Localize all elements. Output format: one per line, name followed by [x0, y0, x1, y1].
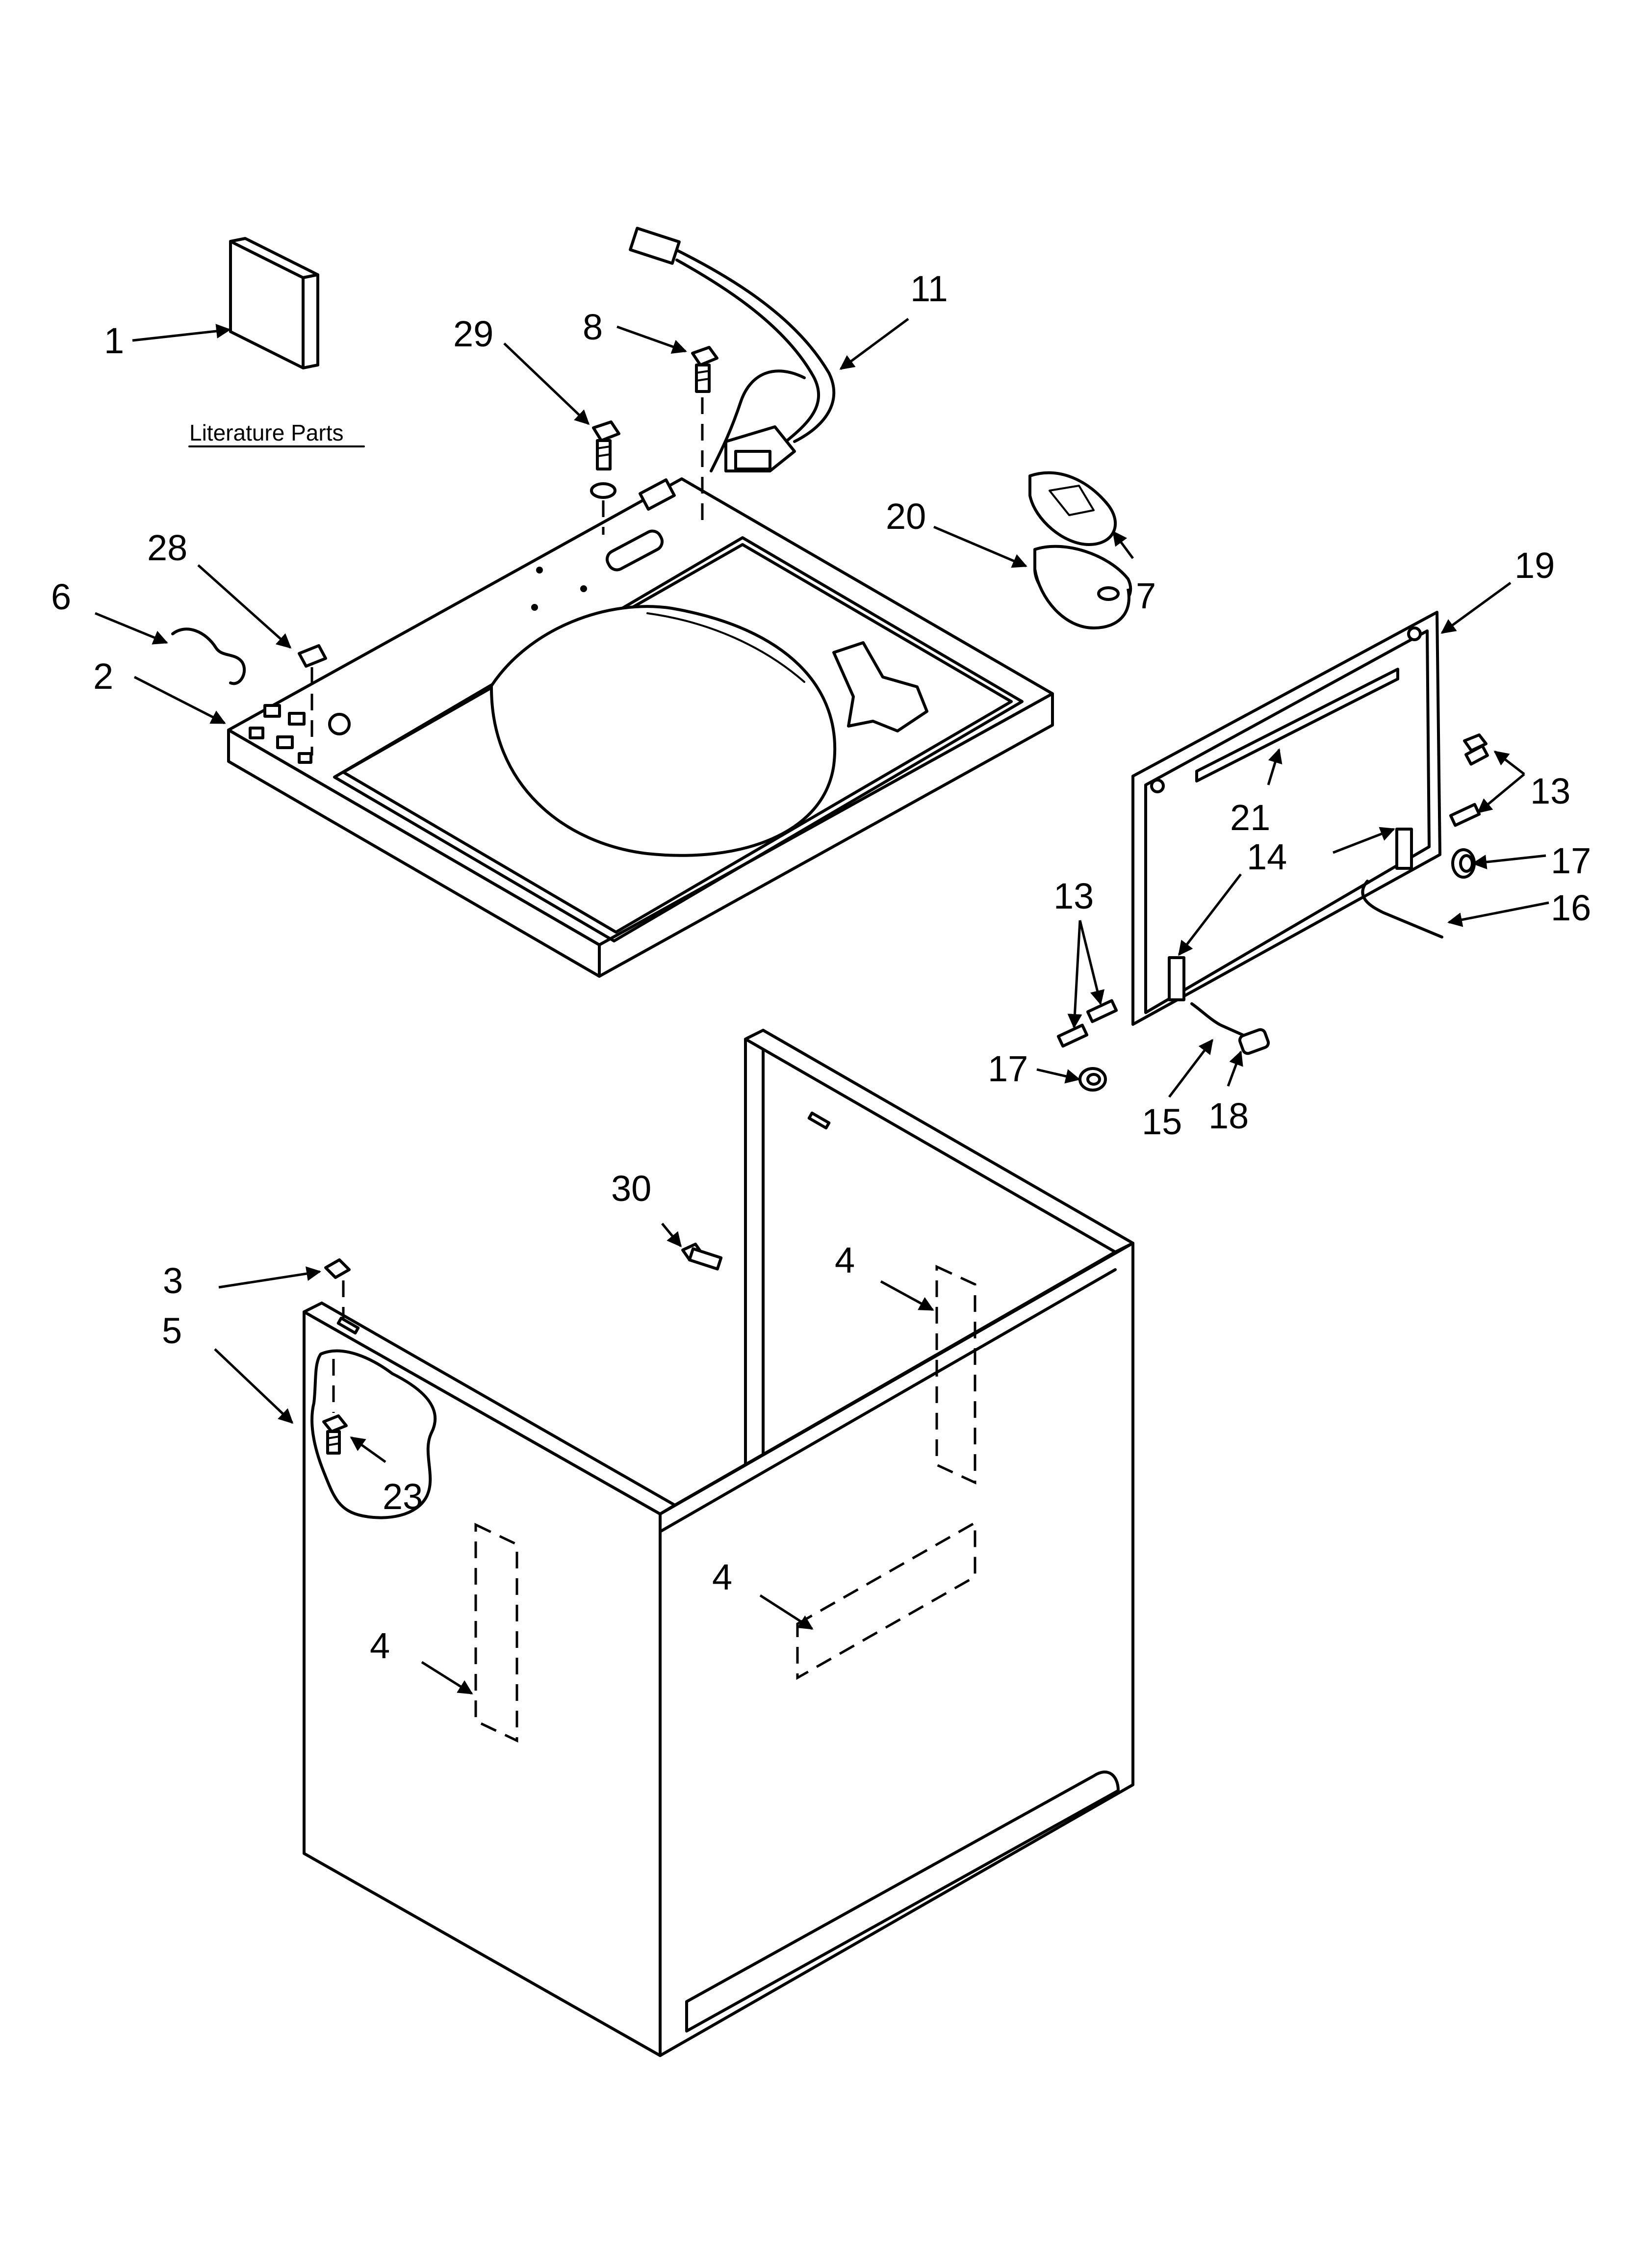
bracket-28	[298, 644, 327, 668]
clip-6	[171, 627, 246, 685]
callout-1: 1	[104, 320, 124, 361]
callout-4-front: 4	[712, 1557, 732, 1597]
callout-18: 18	[1208, 1095, 1249, 1136]
callout-23: 23	[383, 1476, 423, 1517]
top-panel	[227, 477, 1054, 978]
callout-21: 21	[1230, 797, 1270, 838]
screw-8	[691, 346, 718, 393]
nut-17-left	[1078, 1067, 1107, 1092]
callout-4-left: 4	[370, 1625, 390, 1666]
callout-20: 20	[886, 496, 926, 537]
screw-29	[590, 420, 620, 499]
callout-28: 28	[147, 527, 187, 568]
lid-assembly	[1131, 611, 1443, 1046]
screw-13-left-b	[1056, 1023, 1089, 1048]
callout-8: 8	[583, 307, 603, 347]
callout-4-side: 4	[835, 1240, 855, 1280]
callout-11: 11	[910, 268, 948, 309]
callout-13-right: 13	[1530, 771, 1570, 811]
clip-3	[324, 1258, 351, 1279]
callout-numbers: 1 8 11 29 28 6 2 20 7 19 21 13 14 17 16 …	[51, 268, 1591, 1666]
label-outline-side-panel	[935, 1265, 976, 1485]
callout-29: 29	[453, 313, 493, 354]
callout-6: 6	[51, 576, 71, 617]
wire-harness	[629, 227, 836, 472]
callout-13-left: 13	[1053, 876, 1094, 916]
literature-booklet	[229, 237, 319, 369]
screw-13-lower-right	[1449, 803, 1481, 827]
bumper-18	[1238, 1028, 1270, 1055]
nut-17-right	[1451, 848, 1476, 879]
screw-13-upper	[1463, 733, 1489, 766]
screw-30	[681, 1243, 723, 1271]
screw-13-left-a	[1086, 999, 1118, 1023]
callout-16: 16	[1551, 887, 1591, 928]
cabinet	[303, 1029, 1134, 2057]
knob-20	[1033, 545, 1132, 629]
callout-arrows	[95, 317, 1549, 1695]
callout-7: 7	[1136, 575, 1156, 616]
knob-7	[1028, 471, 1117, 546]
callout-30: 30	[611, 1168, 651, 1209]
label-outline-left-panel	[474, 1523, 518, 1743]
callout-17-right: 17	[1551, 840, 1591, 881]
label-outline-front-panel	[796, 1520, 976, 1680]
callout-3: 3	[163, 1260, 183, 1301]
callout-14-upper: 14	[1247, 836, 1287, 877]
callout-2: 2	[93, 656, 113, 697]
callout-15: 15	[1142, 1101, 1182, 1142]
cabinet-cutaway	[310, 1349, 437, 1519]
callout-17-left: 17	[988, 1048, 1028, 1089]
literature-parts-label: Literature Parts	[189, 420, 343, 445]
callout-19: 19	[1514, 545, 1555, 586]
callout-5: 5	[162, 1310, 182, 1351]
